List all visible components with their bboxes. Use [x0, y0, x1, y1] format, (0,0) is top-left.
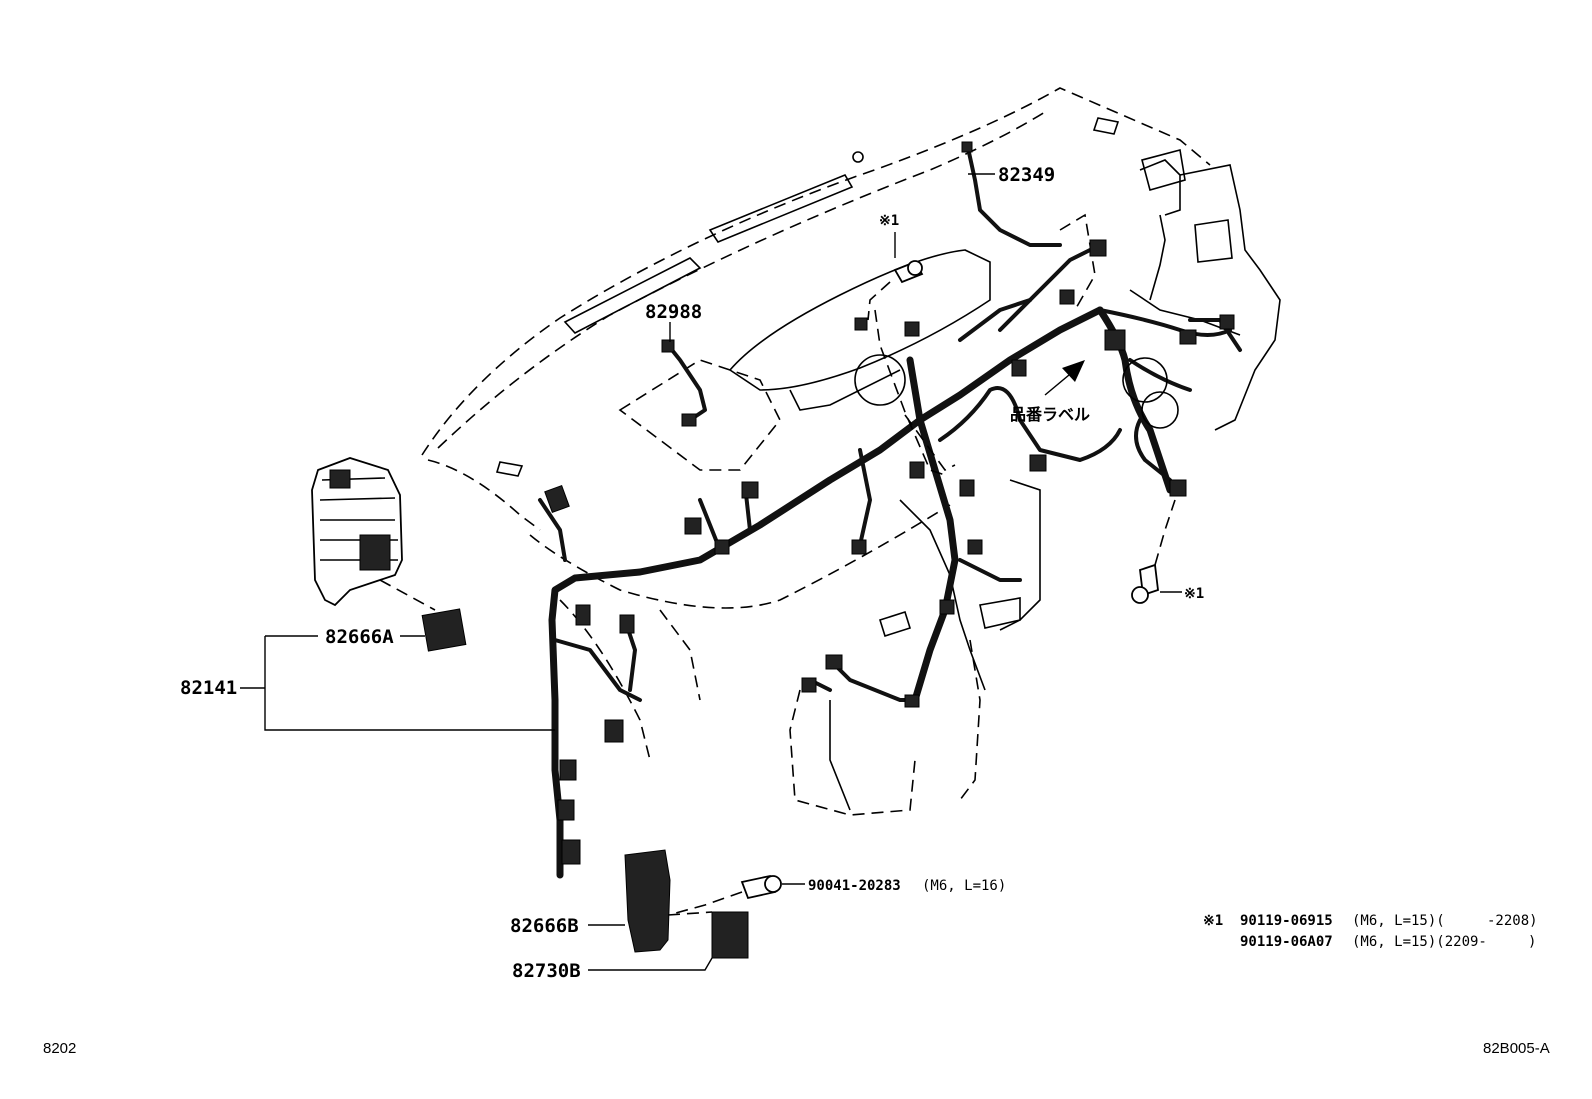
harness-connectors	[544, 239, 1235, 865]
junction-block	[311, 457, 403, 607]
label-82988: 82988	[645, 301, 702, 323]
footer-left-code: 8202	[43, 1040, 77, 1057]
bolt-90041	[671, 874, 782, 915]
label-marker-top: ※1	[879, 213, 899, 229]
label-marker-right: ※1	[1184, 586, 1204, 602]
antenna-cable-82349	[961, 141, 1062, 247]
bolt-right	[1131, 499, 1176, 604]
label-90041-20283: 90041-20283	[808, 878, 901, 894]
note-2-range: )	[1528, 934, 1536, 950]
label-82666A: 82666A	[325, 626, 394, 648]
label-82730B: 82730B	[512, 960, 581, 982]
note-1-range: -2208)	[1487, 913, 1538, 929]
label-82349: 82349	[998, 164, 1055, 186]
junction-to-82666A-dash	[379, 579, 436, 611]
bolt-top	[867, 260, 924, 321]
bolt-footnotes: ※1 90119-06915 (M6, L=15)( -2208) 90119-…	[1203, 913, 1538, 950]
block-to-connector-dash	[667, 911, 713, 916]
note-2-part: 90119-06A07	[1240, 934, 1333, 950]
label-part-number-tag: 品番ラベル	[1010, 405, 1090, 424]
label-90041-spec: (M6, L=16)	[922, 878, 1006, 894]
footer-right-code: 82B005-A	[1483, 1040, 1550, 1057]
dash-vent-grilles	[495, 117, 1186, 477]
relay-block-82666B	[624, 849, 671, 953]
connector-82666A	[421, 608, 467, 652]
label-82666B: 82666B	[510, 915, 579, 937]
leader-lines	[240, 173, 1182, 971]
sensor-wire-82988	[661, 339, 707, 427]
note-1-spec: (M6, L=15)(	[1352, 913, 1445, 929]
note-1-part: 90119-06915	[1240, 913, 1333, 929]
label-82141: 82141	[180, 677, 237, 699]
note-marker: ※1	[1203, 913, 1223, 929]
instrument-panel-outline	[421, 87, 1281, 816]
note-2-spec: (M6, L=15)(2209-	[1352, 934, 1487, 950]
connector-82730B	[711, 911, 749, 959]
label-arrow	[1044, 360, 1085, 396]
